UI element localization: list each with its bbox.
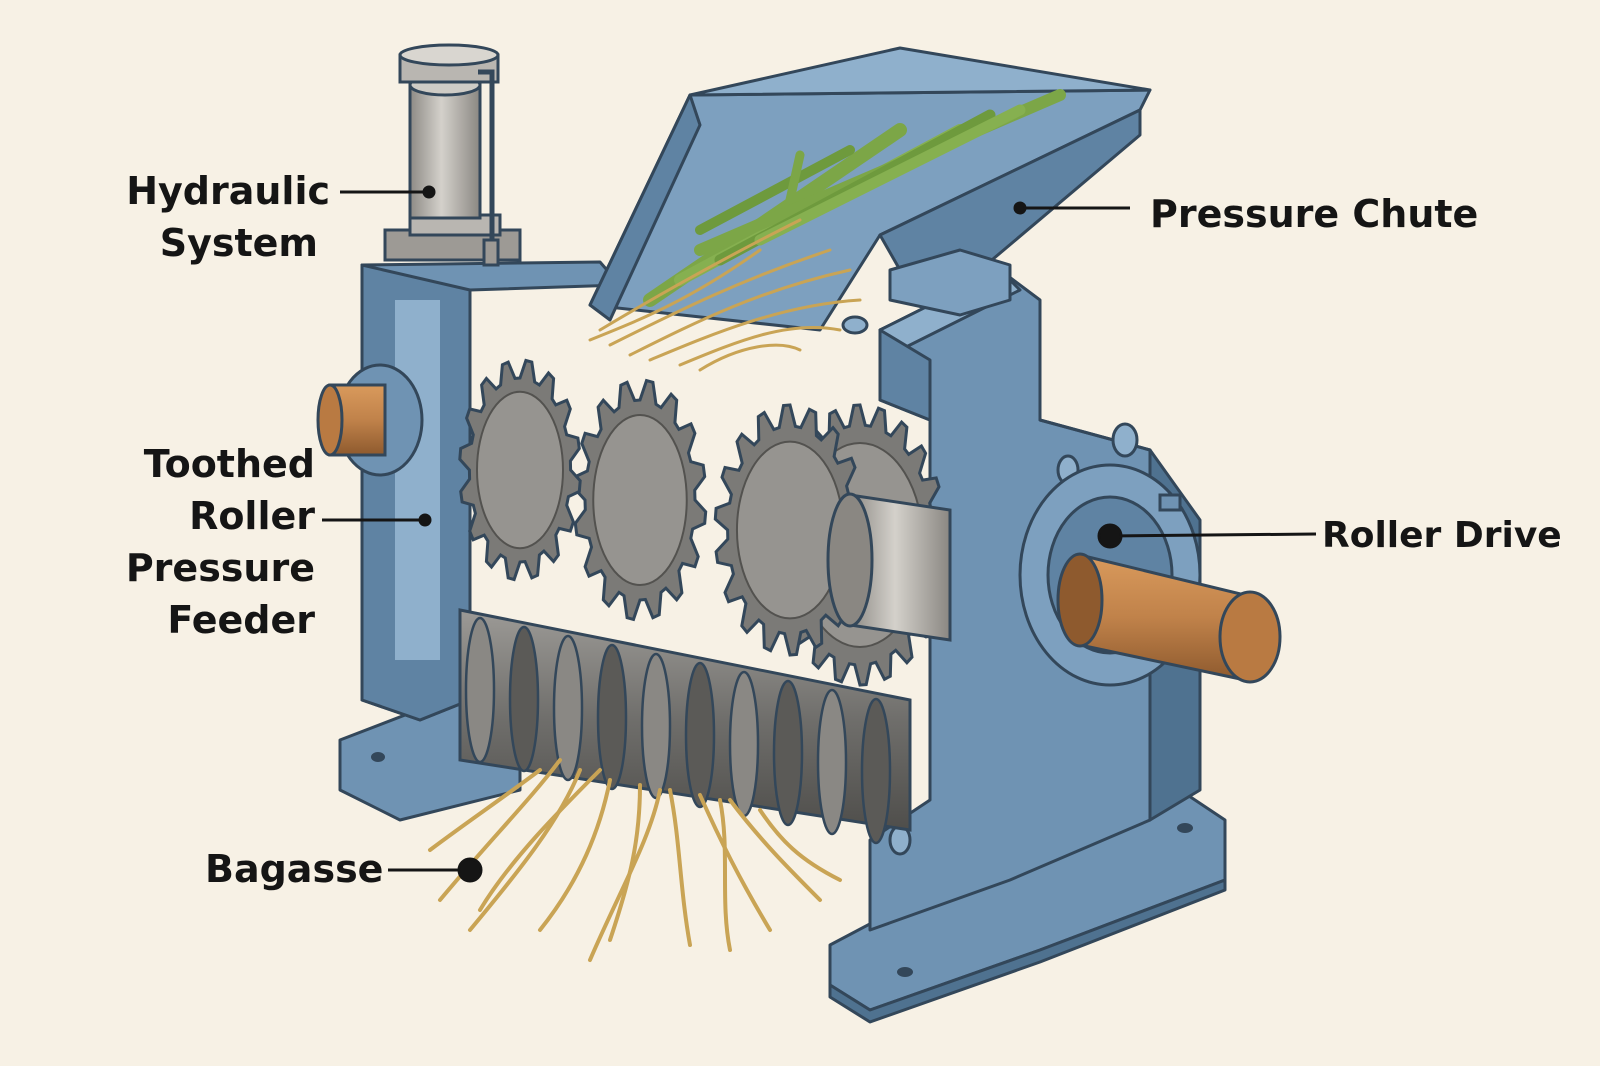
leader-dot-drive [1097,523,1123,549]
roller-grooves [464,616,892,845]
roller-groove [684,661,716,809]
leader-drive [1109,532,1317,538]
roller-groove [464,616,496,764]
leader-dot-bagasse [457,857,483,883]
label-feeder-line2: Roller [189,494,315,538]
label-hydraulic-line1: Hydraulic [126,169,330,213]
label-feeder-line3: Pressure [125,546,315,590]
leader-dot-hydraulic [422,185,436,199]
roller-groove [552,634,584,782]
bagasse-fibers [428,758,842,962]
roller-groove [508,625,540,773]
chute-fibers [588,218,862,372]
label-hydraulic-system: Hydraulic System [120,165,330,269]
roller-groove [728,670,760,818]
gear-hub [592,414,688,586]
right-shaft [1056,552,1282,684]
leader-lines [322,185,1317,883]
label-feeder-line1: Toothed [143,442,315,486]
label-feeder-line4: Feeder [167,598,315,642]
label-hydraulic-line2: System [159,221,318,265]
label-toothed-roller-pressure-feeder: Toothed Roller Pressure Feeder [110,438,315,646]
roller-collar [826,492,952,642]
gear-hub [475,390,565,550]
label-bagasse: Bagasse [205,847,384,891]
left-frame [360,260,622,722]
label-roller-drive: Roller Drive [1322,515,1562,556]
roller-groove [772,679,804,827]
hydraulic-cylinder-icon [383,43,522,267]
sugar-cane [643,89,1066,307]
gear-hub [735,440,845,620]
roller-groove [816,688,848,836]
leader-dot-chute [1013,201,1027,215]
toothed-rollers [458,358,949,687]
left-shaft [316,363,424,477]
roller-groove [596,643,628,791]
roller-groove [640,652,672,800]
lower-roller [458,608,912,845]
label-pressure-chute: Pressure Chute [1150,192,1479,236]
roller-groove [860,697,892,845]
leader-dot-feeder [418,513,432,527]
